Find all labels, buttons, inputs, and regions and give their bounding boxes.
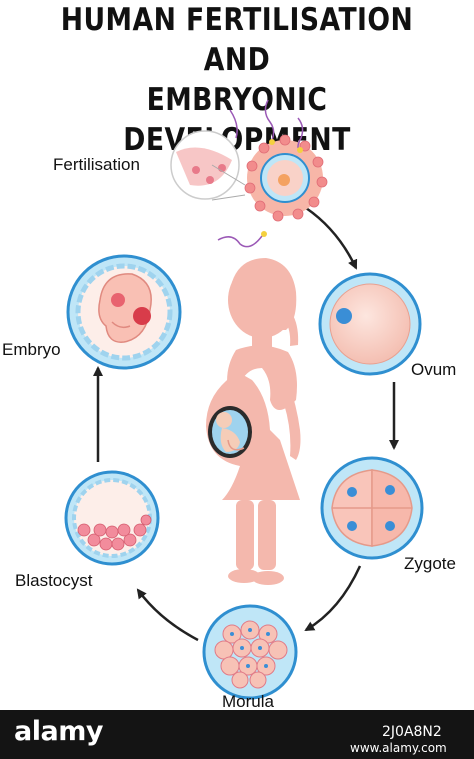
label-morula: Morula [222, 692, 274, 711]
zygote-illustration [320, 456, 424, 560]
pregnant-woman-silhouette [206, 258, 301, 585]
ovum-illustration [318, 272, 422, 376]
site-url: www.alamy.com [350, 741, 447, 755]
label-embryo: Embryo [2, 340, 61, 359]
label-blastocyst: Blastocyst [15, 571, 93, 590]
title-line-1: HUMAN FERTILISATION AND [60, 2, 414, 78]
watermark-footer: alamy 2J0A8N2 www.alamy.com [0, 710, 474, 759]
alamy-logo: alamy [14, 716, 103, 747]
arrow-morula-to-blastocyst [136, 588, 199, 642]
image-id: 2J0A8N2 [382, 724, 442, 740]
morula-illustration [202, 604, 298, 700]
arrow-fertilisation-to-ovum [305, 206, 358, 270]
label-zygote: Zygote [404, 554, 456, 573]
label-ovum: Ovum [411, 360, 457, 379]
blastocyst-illustration [64, 470, 160, 566]
label-fertilisation: Fertilisation [53, 155, 140, 174]
embryo-illustration [66, 254, 182, 370]
development-diagram [64, 99, 424, 700]
arrow-zygote-to-morula [304, 565, 362, 632]
cycle-arrows [93, 206, 399, 642]
fertilisation-illustration [170, 99, 328, 248]
